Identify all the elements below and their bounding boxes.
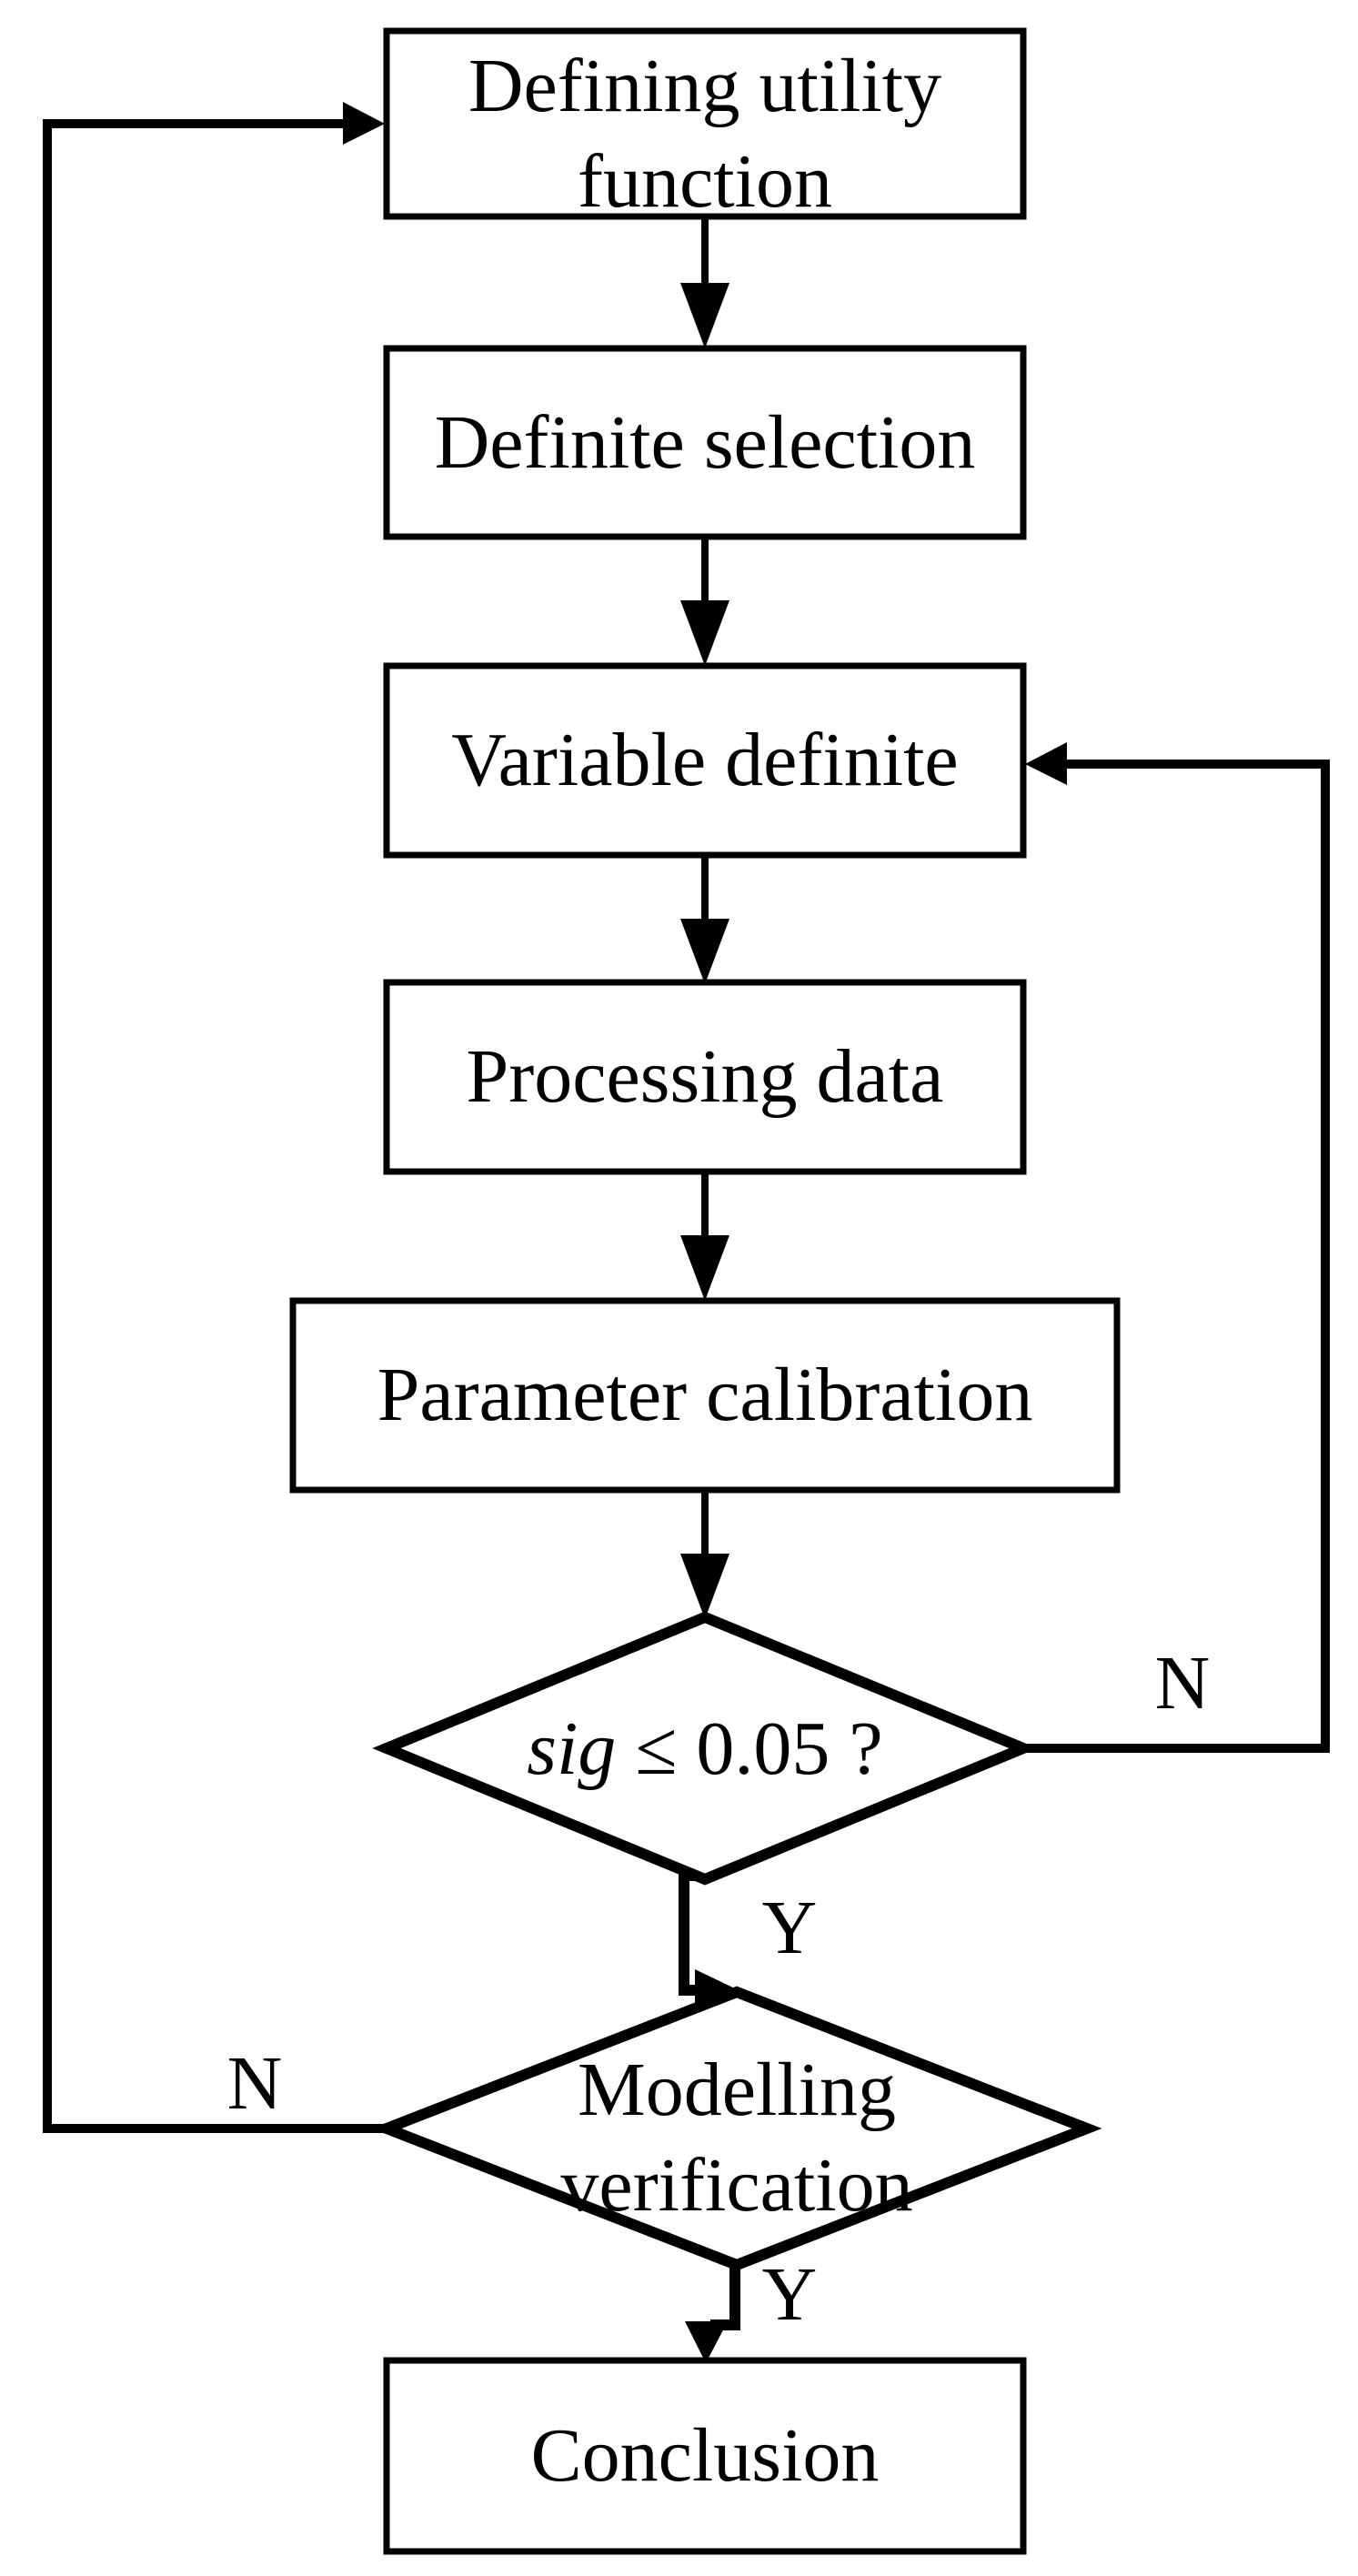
edge-label-modelling-no: N bbox=[227, 2041, 283, 2126]
flow-decision-sig: sig ≤ 0.05 ? bbox=[372, 1611, 1038, 1886]
edge-label-sig-no: N bbox=[1155, 1641, 1211, 1726]
flow-decision-modelling-verification: Modelling verification bbox=[371, 1986, 1102, 2271]
arrowhead-down-icon bbox=[680, 1554, 729, 1619]
flow-node-defining-utility-function: Defining utility function bbox=[383, 27, 1027, 224]
arrow-selection-to-variable bbox=[680, 537, 729, 666]
arrowhead-down-icon bbox=[685, 2321, 728, 2363]
node-label: Conclusion bbox=[531, 2413, 880, 2498]
arrowhead-down-icon bbox=[680, 283, 729, 348]
node-label: function bbox=[578, 139, 832, 224]
node-label: Parameter calibration bbox=[377, 1353, 1033, 1437]
edge-label-modelling-yes: Y bbox=[762, 2252, 818, 2337]
edge-labels: N Y N Y bbox=[227, 1641, 1211, 2337]
node-label: Variable definite bbox=[451, 718, 958, 802]
decision-label: Modelling bbox=[578, 2048, 896, 2132]
flow-nodes: Defining utility function Definite selec… bbox=[289, 27, 1121, 2555]
arrow-processing-to-calibration bbox=[680, 1172, 729, 1301]
node-label: Processing data bbox=[467, 1034, 944, 1119]
decision-label: sig ≤ 0.05 ? bbox=[527, 1706, 882, 1791]
decision-label-rest: ≤ 0.05 ? bbox=[616, 1706, 882, 1791]
flow-node-variable-definite: Variable definite bbox=[383, 662, 1027, 859]
node-label: Defining utility bbox=[468, 44, 941, 128]
arrow-variable-to-processing bbox=[680, 855, 729, 984]
decision-label: verification bbox=[560, 2143, 912, 2228]
edge-modelling-no bbox=[43, 102, 387, 2133]
arrowhead-down-icon bbox=[680, 600, 729, 666]
arrow-calibration-to-sig bbox=[680, 1490, 729, 1619]
edge-modelling-yes bbox=[685, 2261, 740, 2363]
edge-label-sig-yes: Y bbox=[762, 1886, 818, 1970]
flow-node-processing-data: Processing data bbox=[383, 979, 1027, 1175]
flow-node-definite-selection: Definite selection bbox=[383, 345, 1027, 540]
flow-node-parameter-calibration: Parameter calibration bbox=[289, 1297, 1121, 1494]
decision-label-italic: sig bbox=[527, 1706, 616, 1791]
edge-sig-no bbox=[1023, 742, 1330, 1753]
node-label: Definite selection bbox=[435, 400, 976, 485]
arrowhead-right-icon bbox=[343, 102, 385, 145]
arrowhead-down-icon bbox=[680, 1235, 729, 1301]
arrow-defining-to-selection bbox=[680, 216, 729, 348]
arrowhead-left-icon bbox=[1025, 742, 1067, 785]
flow-node-conclusion: Conclusion bbox=[383, 2357, 1027, 2555]
arrowhead-down-icon bbox=[680, 919, 729, 984]
